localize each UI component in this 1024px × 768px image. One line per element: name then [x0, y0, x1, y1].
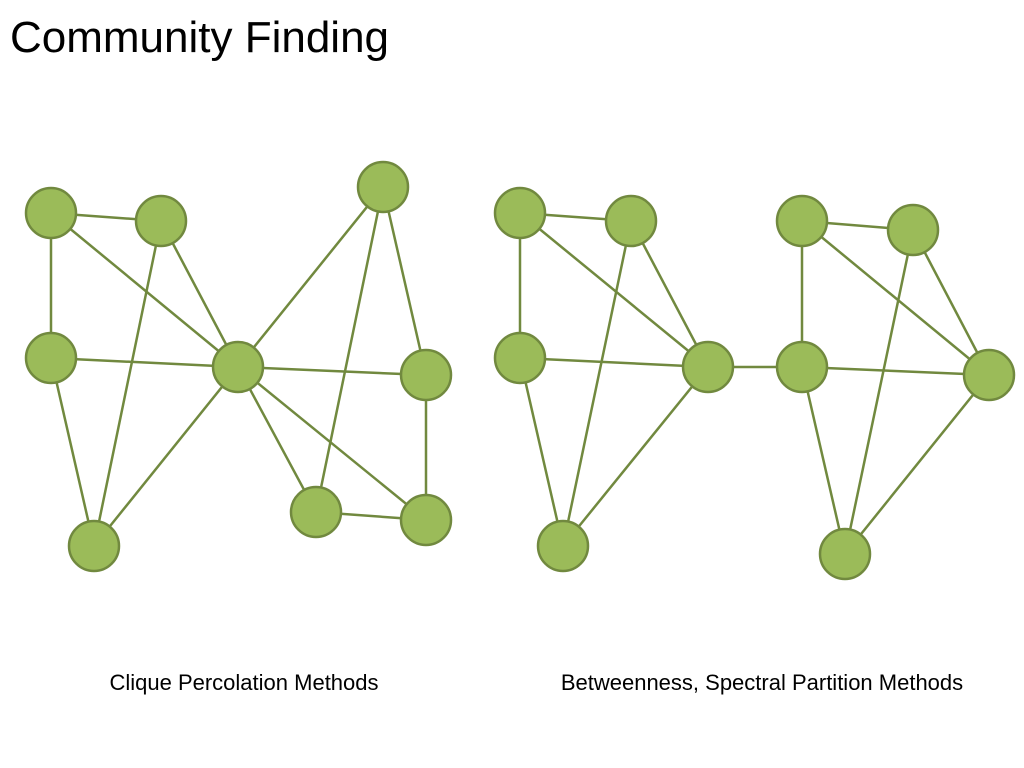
- edge-n5-n7: [236, 366, 318, 513]
- edge-m1-m5: [519, 212, 709, 368]
- edge-m6-m10: [800, 366, 847, 555]
- edge-m2-m4: [561, 220, 633, 547]
- edge-m9-m10: [844, 374, 990, 555]
- node-m10: [818, 527, 872, 581]
- edge-m7-m9: [801, 220, 990, 376]
- node-n1: [24, 186, 78, 240]
- node-m4: [536, 519, 590, 573]
- edge-m8-m10: [843, 229, 915, 555]
- node-n8: [399, 348, 453, 402]
- edge-n1-n5: [50, 212, 239, 368]
- edge-n4-n5: [93, 366, 239, 547]
- node-m6: [775, 340, 829, 394]
- slide-title: Community Finding: [10, 13, 390, 62]
- node-n2: [134, 194, 188, 248]
- node-m7: [775, 194, 829, 248]
- edge-m3-m4: [518, 357, 565, 547]
- node-n9: [399, 493, 453, 547]
- edge-n2-n4: [92, 220, 163, 547]
- edge-n6-n8: [381, 186, 428, 376]
- node-m1: [493, 186, 547, 240]
- caption-clique-percolation: Clique Percolation Methods: [109, 670, 379, 695]
- node-m3: [493, 331, 547, 385]
- node-n7: [289, 485, 343, 539]
- edge-m8-m9: [911, 229, 991, 376]
- edge-n3-n4: [49, 357, 96, 547]
- edge-m4-m5: [562, 366, 709, 547]
- edge-m6-m9: [801, 365, 990, 377]
- caption-betweenness-spectral: Betweenness, Spectral Partition Methods: [560, 670, 964, 695]
- node-m9: [962, 348, 1016, 402]
- edge-m3-m5: [519, 356, 709, 369]
- node-m5: [681, 340, 735, 394]
- nodes-layer: [24, 160, 1016, 581]
- edge-n5-n9: [237, 366, 427, 521]
- node-m8: [886, 203, 940, 257]
- node-n4: [67, 519, 121, 573]
- edge-n5-n6: [237, 186, 384, 368]
- edge-n3-n5: [50, 356, 239, 369]
- node-m2: [604, 194, 658, 248]
- edge-n5-n8: [237, 365, 427, 377]
- node-n3: [24, 331, 78, 385]
- node-n6: [356, 160, 410, 214]
- node-n5: [211, 340, 265, 394]
- edge-m2-m5: [629, 220, 710, 368]
- edges-layer: [49, 186, 991, 555]
- edge-n6-n7: [314, 186, 385, 513]
- edge-n2-n5: [159, 220, 240, 368]
